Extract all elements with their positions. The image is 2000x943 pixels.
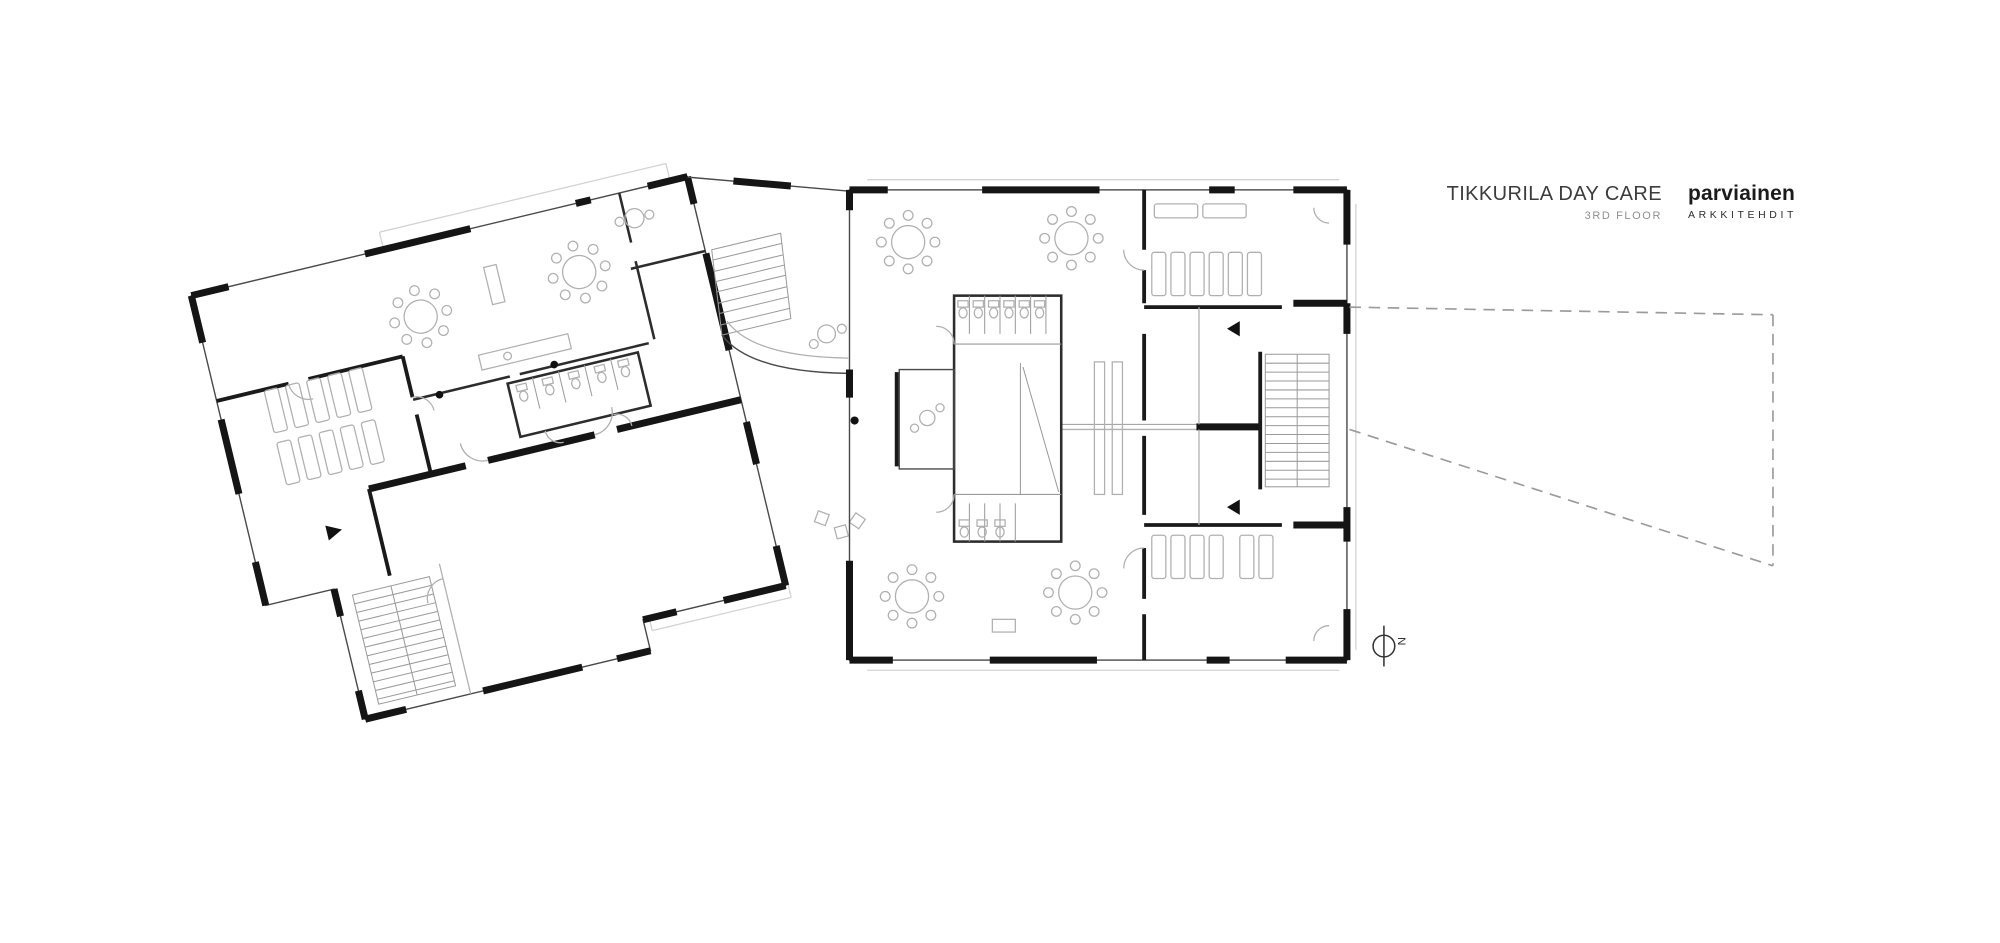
right-wing <box>845 179 1357 671</box>
column-marker <box>435 390 444 399</box>
round-table <box>879 564 945 629</box>
side-room <box>898 368 955 470</box>
door-swings <box>287 383 633 604</box>
left-wing <box>187 162 792 723</box>
entrance-arrow <box>325 525 342 541</box>
plan-floor-label: 3RD FLOOR <box>1584 210 1662 222</box>
cot-group <box>1151 534 1274 580</box>
section-marker <box>1227 321 1240 337</box>
firm-subtitle: ARKKITEHDIT <box>1688 209 1798 221</box>
round-table <box>1042 560 1108 625</box>
rect-table <box>482 263 506 306</box>
eave-lines <box>867 179 1357 671</box>
link-corridor <box>687 176 867 540</box>
round-table <box>540 233 618 311</box>
round-table <box>875 209 941 275</box>
right-wing-interior-walls <box>894 189 1282 661</box>
extension-dashed-outline <box>1349 306 1774 567</box>
stairwell-link <box>711 232 792 336</box>
column-marker <box>550 360 559 369</box>
plan-title: TIKKURILA DAY CARE <box>1446 183 1662 205</box>
stairwell-left <box>351 576 457 705</box>
left-wing-exterior-walls <box>187 173 790 723</box>
firm-name: parviainen <box>1688 182 1796 205</box>
project-title-block: TIKKURILA DAY CARE 3RD FLOOR <box>1400 183 1662 222</box>
kitchen-counter <box>477 333 573 371</box>
north-label: N <box>1395 637 1407 645</box>
firm-logo: parviainen ARKKITEHDIT <box>1688 183 1797 221</box>
left-wing-toilet-core <box>506 350 653 439</box>
bench <box>991 618 1016 633</box>
small-table <box>614 207 655 229</box>
north-arrow-icon: N <box>1372 625 1407 667</box>
right-wing-toilet-core <box>952 294 1063 543</box>
right-wing-exterior-walls <box>845 186 1351 664</box>
lobby-table <box>808 323 847 350</box>
column-marker <box>850 416 859 425</box>
round-table <box>381 277 460 356</box>
section-marker <box>1227 499 1240 515</box>
title-block: TIKKURILA DAY CARE 3RD FLOOR parviainen … <box>1400 183 1797 222</box>
round-table <box>1039 206 1104 271</box>
lobby-seats <box>813 510 867 540</box>
bench-tables <box>1093 361 1124 496</box>
left-wing-interior-walls <box>216 192 742 695</box>
cot-group <box>1151 203 1263 297</box>
door-swings <box>936 207 1330 642</box>
stairwell-right <box>1264 353 1330 488</box>
